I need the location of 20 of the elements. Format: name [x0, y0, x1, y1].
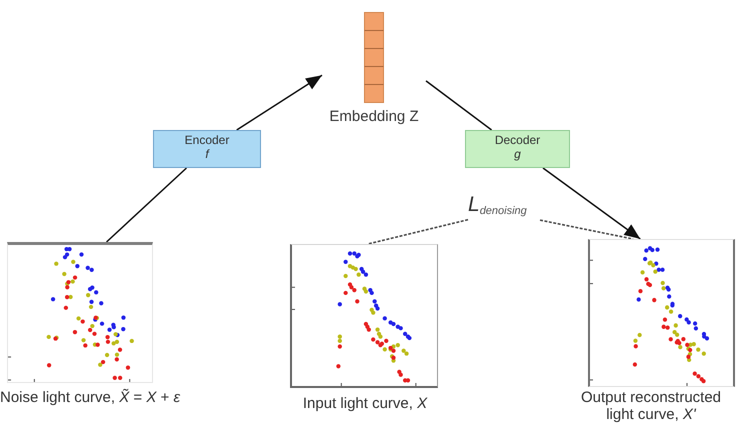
arrow [542, 167, 641, 240]
connector-line [426, 80, 492, 131]
plot-caption: Input light curve, X [302, 395, 428, 412]
plot-caption: Noise light curve, X̃ = X + ε [0, 389, 182, 406]
scatter-plot [588, 239, 735, 387]
box-label: Decoder [494, 133, 540, 147]
scatter-plot [7, 242, 153, 383]
dashed-line [368, 218, 468, 245]
scatter-plot [290, 244, 438, 388]
arrow [236, 74, 322, 131]
process-box [465, 130, 570, 168]
box-label: Encoder [184, 133, 230, 147]
dashed-line [540, 219, 634, 240]
connector-line [106, 167, 187, 243]
function-label: f [205, 147, 209, 161]
process-box [153, 130, 261, 168]
loss-label: L$_{denoising}$ [468, 193, 527, 217]
vector-label: Embedding Z [329, 108, 419, 126]
function-label: g [514, 147, 521, 161]
plot-caption: Output reconstructed light curve, X' [580, 389, 722, 423]
